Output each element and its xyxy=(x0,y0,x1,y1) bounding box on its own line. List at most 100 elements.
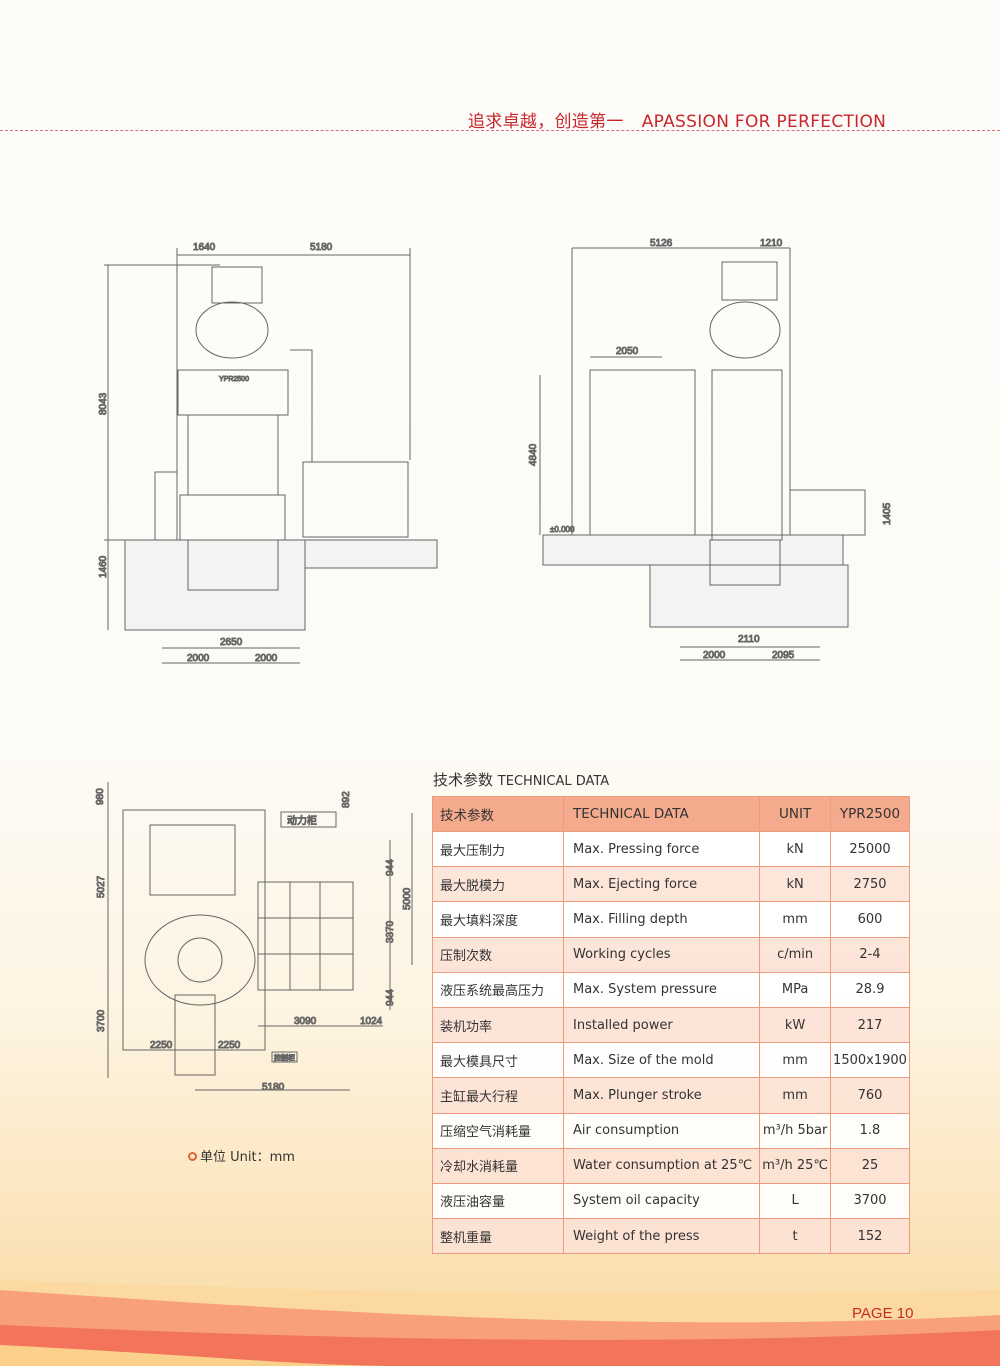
param-en-cell: Working cycles xyxy=(562,936,761,973)
dim-label: 2050 xyxy=(616,346,639,357)
dim-label: 1460 xyxy=(98,555,109,578)
dim-label: 944 xyxy=(385,989,396,1006)
dim-label: 5180 xyxy=(310,242,333,253)
dim-label: 980 xyxy=(95,788,106,805)
value-cell: 152 xyxy=(829,1218,911,1255)
dim-label: 5180 xyxy=(262,1082,285,1093)
table-header-row: 技术参数 TECHNICAL DATA UNIT YPR2500 xyxy=(432,796,911,832)
dim-label: 2650 xyxy=(220,637,243,648)
dim-label: 892 xyxy=(341,791,352,808)
front-elevation-drawing: 1640 5180 8043 1460 2650 2000 2000 YPR25… xyxy=(98,242,438,665)
value-cell: 2750 xyxy=(829,866,911,903)
dim-label: 5126 xyxy=(650,238,673,249)
unit-cell: c/min xyxy=(759,936,831,973)
param-cn-cell: 冷却水消耗量 xyxy=(432,1147,564,1184)
unit-cell: t xyxy=(759,1218,831,1255)
param-cn-cell: 液压系统最高压力 xyxy=(432,971,564,1008)
table-title-en: TECHNICAL DATA xyxy=(497,774,610,789)
param-cn-cell: 整机重量 xyxy=(432,1218,564,1255)
plan-view-drawing: 980 892 5027 944 5000 3370 944 3700 3090… xyxy=(95,782,414,1094)
dim-label: 2250 xyxy=(218,1040,241,1051)
param-cn-cell: 最大模具尺寸 xyxy=(432,1042,564,1079)
header-slogan: 追求卓越，创造第一 APASSION FOR PERFECTION xyxy=(468,107,886,132)
dim-label: 2110 xyxy=(738,634,760,645)
param-en-cell: Air consumption xyxy=(562,1112,761,1149)
param-cn-cell: 压缩空气消耗量 xyxy=(432,1112,564,1149)
param-en-cell: Max. Plunger stroke xyxy=(562,1077,761,1114)
unit-cell: kN xyxy=(759,866,831,903)
dim-label: 1405 xyxy=(882,502,893,525)
param-en-cell: Max. Ejecting force xyxy=(562,866,761,903)
param-cn-cell: 装机功率 xyxy=(432,1006,564,1044)
dim-label: 1640 xyxy=(193,242,216,253)
page-number: PAGE 10 xyxy=(852,1305,914,1322)
param-cn-cell: 主缸最大行程 xyxy=(432,1077,564,1114)
dim-label: ±0.000 xyxy=(550,525,575,534)
unit-note-text: 单位 Unit：mm xyxy=(200,1150,295,1165)
value-cell: 28.9 xyxy=(829,971,911,1008)
dim-label: 2000 xyxy=(255,653,278,664)
param-cn-cell: 最大压制力 xyxy=(432,830,564,868)
param-en-cell: Weight of the press xyxy=(562,1218,761,1255)
dim-label: 2000 xyxy=(703,650,726,661)
slogan-cn: 追求卓越，创造第一 xyxy=(468,112,624,132)
unit-cell: m³/h 5bar xyxy=(759,1112,831,1149)
unit-cell: mm xyxy=(759,1077,831,1114)
value-cell: 600 xyxy=(829,901,911,938)
dim-label: 944 xyxy=(385,859,396,876)
param-en-cell: System oil capacity xyxy=(562,1182,761,1220)
value-cell: 25000 xyxy=(829,830,911,868)
header-cell: TECHNICAL DATA xyxy=(562,796,761,832)
unit-cell: kW xyxy=(759,1006,831,1044)
param-en-cell: Max. Pressing force xyxy=(562,830,761,868)
header-cell: YPR2500 xyxy=(829,796,911,832)
param-en-cell: Water consumption at 25℃ xyxy=(562,1147,761,1184)
footer-wave-decoration xyxy=(0,1280,1000,1366)
unit-cell: MPa xyxy=(759,971,831,1008)
unit-cell: m³/h 25℃ xyxy=(759,1147,831,1184)
dim-label: 5000 xyxy=(402,887,413,910)
dim-label: 5027 xyxy=(96,875,107,898)
dim-label: 2095 xyxy=(772,650,795,661)
circle-bullet-icon xyxy=(188,1152,197,1161)
unit-cell: mm xyxy=(759,1042,831,1079)
dim-label: 8043 xyxy=(98,392,109,415)
unit-cell: mm xyxy=(759,901,831,938)
control-cabinet-label: 控制柜 xyxy=(274,1053,295,1062)
slogan-en: APASSION FOR PERFECTION xyxy=(641,112,887,132)
dim-label: 1210 xyxy=(760,238,783,249)
unit-cell: L xyxy=(759,1182,831,1220)
dim-label: 1024 xyxy=(360,1016,383,1027)
model-label: YPR2500 xyxy=(219,376,249,383)
unit-note: 单位 Unit：mm xyxy=(188,1146,295,1165)
param-en-cell: Max. Size of the mold xyxy=(562,1042,761,1079)
dim-label: 3700 xyxy=(96,1009,107,1032)
param-cn-cell: 最大填料深度 xyxy=(432,901,564,938)
value-cell: 3700 xyxy=(829,1182,911,1220)
header-divider xyxy=(0,130,1000,131)
dim-label: 3090 xyxy=(294,1016,317,1027)
dim-label: 2000 xyxy=(187,653,210,664)
table-title-cn: 技术参数 xyxy=(433,771,494,789)
power-cabinet-label: 动力柜 xyxy=(287,814,317,827)
unit-cell: kN xyxy=(759,830,831,868)
value-cell: 760 xyxy=(829,1077,911,1114)
dim-label: 4840 xyxy=(528,443,539,466)
value-cell: 2-4 xyxy=(829,936,911,973)
param-cn-cell: 最大脱模力 xyxy=(432,866,564,903)
dim-label: 2250 xyxy=(150,1040,173,1051)
table-title: 技术参数 TECHNICAL DATA xyxy=(433,769,609,790)
